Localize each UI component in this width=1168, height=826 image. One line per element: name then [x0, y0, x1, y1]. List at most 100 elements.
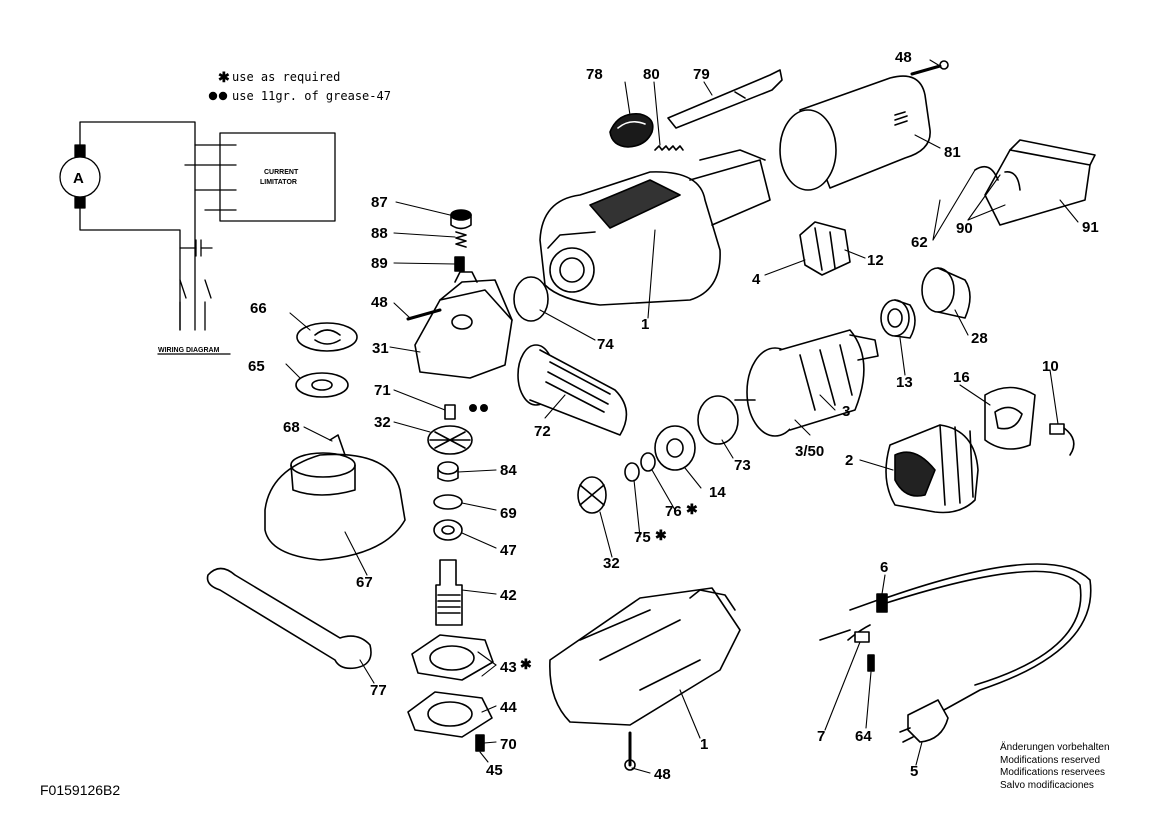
- part-label: 87: [371, 194, 388, 211]
- asterisk-symbol: ✱: [655, 527, 667, 543]
- baffle-16: [984, 386, 1036, 450]
- part-label: 1: [641, 316, 649, 333]
- part-label: 4: [752, 271, 761, 288]
- part-label: 79: [693, 66, 710, 83]
- part-label: 3/50: [795, 443, 824, 460]
- part-label: 5: [910, 763, 918, 780]
- part-label: 69: [500, 505, 517, 522]
- screw-48-bottom: [624, 731, 636, 771]
- notice-line: Modifications reserved: [1000, 754, 1101, 766]
- needle-bearing-71: [444, 404, 456, 420]
- part-label: 65: [248, 358, 265, 375]
- wrench-77: [206, 567, 372, 670]
- bearing-47: [433, 519, 463, 541]
- motor-symbol: [59, 156, 101, 198]
- part-label: 74: [597, 336, 614, 353]
- spring-80: [654, 145, 684, 151]
- part-label: 45: [486, 762, 503, 779]
- asterisk-symbol: ✱: [520, 656, 532, 672]
- screw-48-top: [910, 60, 949, 76]
- part-label: 91: [1082, 219, 1099, 236]
- part-label: 3: [842, 403, 850, 420]
- ball-bearing-13: [880, 299, 916, 339]
- legend-as-required: use as required: [232, 70, 340, 84]
- part-label: 78: [586, 66, 603, 83]
- part-labels: 78 80 79 48 81 87 88 89 48 66 31 65 71 3…: [248, 49, 1099, 783]
- asterisk-symbol: ✱: [218, 69, 230, 85]
- part-label: 48: [895, 49, 912, 66]
- spindle-42: [435, 559, 463, 626]
- part-label: 67: [356, 574, 373, 591]
- part-label: 12: [867, 252, 884, 269]
- pinion-32: [577, 476, 607, 514]
- gear-head-31: [414, 271, 513, 379]
- gasket-43: [411, 634, 494, 681]
- bearing-14: [654, 425, 696, 471]
- part-label: 42: [500, 587, 517, 604]
- motor-label: A: [73, 170, 84, 187]
- guard-67: [264, 434, 406, 561]
- part-label: 6: [880, 559, 888, 576]
- lower-housing-1: [549, 587, 741, 726]
- part-label: 88: [371, 225, 388, 242]
- legend: ✱ use as required use 11gr. of grease-47: [208, 69, 391, 103]
- part-label: 68: [283, 419, 300, 436]
- part-label: 80: [643, 66, 660, 83]
- spring-88: [455, 231, 467, 248]
- part-label: 32: [603, 555, 620, 572]
- bevel-gear-32: [427, 425, 473, 455]
- part-label: 1: [700, 736, 708, 753]
- terminal-10: [1049, 423, 1075, 456]
- part-label: 73: [734, 457, 751, 474]
- flange-nut-66: [296, 322, 358, 352]
- auxiliary-handle-72: [517, 344, 628, 436]
- o-ring-73: [697, 395, 739, 445]
- part-label: 10: [1042, 358, 1059, 375]
- part-label: 32: [374, 414, 391, 431]
- part-label: 90: [956, 220, 973, 237]
- grease-dot-icon: [218, 91, 228, 101]
- switch-knob-78: [609, 113, 654, 148]
- leader-lines: [285, 59, 1079, 774]
- part-label: 72: [534, 423, 551, 440]
- notice-line: Änderungen vorbehalten: [1000, 742, 1110, 753]
- notice-line: Salvo modificaciones: [1000, 779, 1094, 791]
- plug-5: [899, 699, 949, 743]
- o-ring-74: [513, 276, 549, 322]
- part-label: 2: [845, 452, 853, 469]
- wiring-diagram: A CURRENT LIMITATOR WIRING DIAGRAM: [59, 121, 336, 355]
- modifications-notice: Änderungen vorbehalten Modifications res…: [1000, 742, 1110, 792]
- cap-87: [450, 209, 472, 230]
- part-label: 16: [953, 369, 970, 386]
- motor-cover-81: [779, 75, 931, 191]
- part-label: 75: [634, 529, 651, 546]
- legend-grease: use 11gr. of grease-47: [232, 89, 391, 103]
- part-label: 48: [371, 294, 388, 311]
- part-label: 7: [817, 728, 825, 745]
- brush-holder-12: [799, 221, 851, 276]
- armature-3: [734, 329, 879, 437]
- part-label: 76: [665, 503, 682, 520]
- current-limiter-box: [219, 132, 336, 222]
- part-label: 64: [855, 728, 872, 745]
- document-id: F0159126B2: [40, 782, 121, 798]
- flange-65: [295, 372, 349, 398]
- limiter-line2: LIMITATOR: [260, 179, 297, 186]
- grease-dot-icon: [469, 404, 477, 412]
- part-label: 44: [500, 699, 517, 716]
- notice-line: Modifications reservees: [1000, 767, 1106, 778]
- part-label: 81: [944, 144, 961, 161]
- part-label: 77: [370, 682, 387, 699]
- grease-dot-icon: [480, 404, 488, 412]
- part-label: 28: [971, 330, 988, 347]
- field-coil-2: [885, 424, 979, 514]
- clamp-7: [854, 631, 870, 643]
- part-label: 13: [896, 374, 913, 391]
- part-label: 70: [500, 736, 517, 753]
- asterisk-symbol: ✱: [686, 501, 698, 517]
- part-label: 66: [250, 300, 267, 317]
- part-label: 43: [500, 659, 517, 676]
- bearing-flange-44: [407, 691, 493, 738]
- screw-48-head: [406, 308, 442, 321]
- part-label: 47: [500, 542, 517, 559]
